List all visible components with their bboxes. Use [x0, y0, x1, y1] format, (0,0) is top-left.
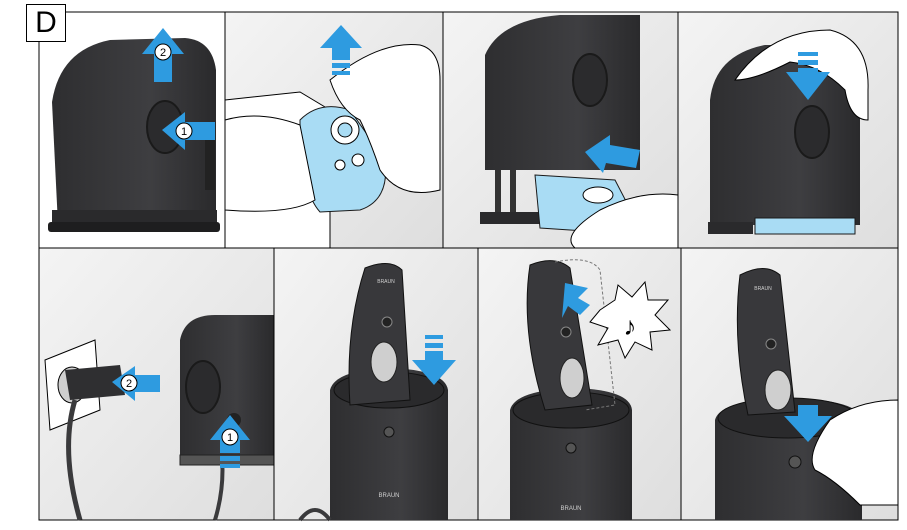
- cleaning-station: BRAUN: [510, 388, 632, 520]
- callout-1: 1: [227, 432, 233, 444]
- brand-logo: BRAUN: [378, 493, 399, 499]
- panel-2: [225, 12, 443, 248]
- section-label: D: [26, 4, 66, 42]
- panel-5: 2 1: [39, 248, 274, 520]
- panel-3: [443, 12, 678, 248]
- callout-2: 2: [126, 378, 132, 390]
- callout-2: 2: [160, 47, 166, 59]
- callout-1: 1: [181, 126, 187, 138]
- brand-logo: BRAUN: [560, 506, 581, 512]
- shaver-logo: BRAUN: [754, 286, 772, 292]
- panel-6: BRAUN BRAUN: [274, 248, 478, 520]
- music-note-icon: ♪: [624, 311, 637, 341]
- panel-8: BRAUN: [681, 248, 898, 520]
- panel-4: [678, 12, 898, 248]
- panel-7: BRAUN ♪: [478, 248, 681, 520]
- panel-1: 2 1: [39, 12, 225, 248]
- shaver-logo: BRAUN: [377, 279, 395, 285]
